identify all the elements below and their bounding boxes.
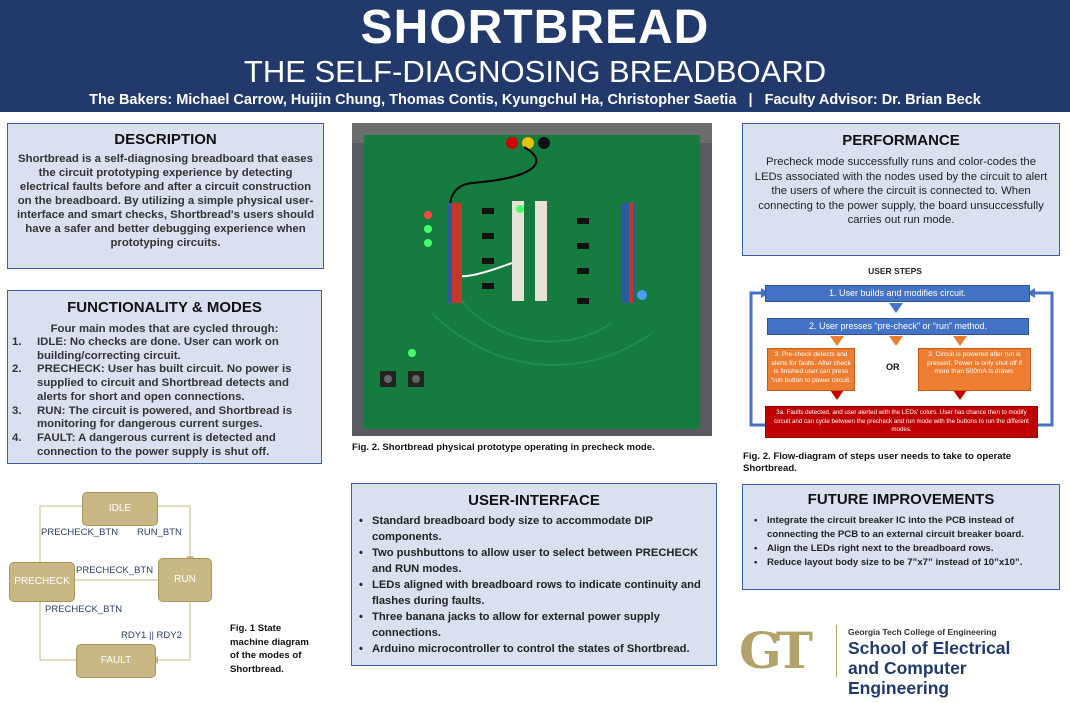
state-precheck: PRECHECK bbox=[9, 562, 75, 602]
performance-box: PERFORMANCE Precheck mode successfully r… bbox=[742, 123, 1060, 256]
list-item: Three banana jacks to allow for external… bbox=[356, 609, 710, 641]
photo-caption: Fig. 2. Shortbread physical prototype op… bbox=[352, 442, 655, 453]
state-run: RUN bbox=[158, 558, 212, 602]
poster-title: SHORTBREAD bbox=[360, 1, 710, 54]
performance-text: Precheck mode successfully runs and colo… bbox=[754, 156, 1048, 226]
mode-item: 4.FAULT: A dangerous current is detected… bbox=[12, 431, 276, 458]
transition-label-fault-precheck: PRECHECK_BTN bbox=[45, 604, 123, 615]
description-text: Shortbread is a self-diagnosing breadboa… bbox=[16, 153, 315, 249]
list-item: LEDs aligned with breadboard rows to ind… bbox=[356, 577, 710, 609]
logo-college: Georgia Tech College of Engineering bbox=[848, 627, 997, 637]
state-machine-caption: Fig. 1 State machine diagram of the mode… bbox=[230, 623, 309, 675]
breadboard-illustration bbox=[352, 123, 712, 436]
list-item: Integrate the circuit breaker IC into th… bbox=[751, 514, 1053, 542]
prototype-photo bbox=[352, 123, 712, 436]
user-steps-flow: 1. User builds and modifies circuit. 2. … bbox=[743, 278, 1060, 438]
logo-divider bbox=[836, 625, 837, 677]
performance-heading: PERFORMANCE bbox=[842, 132, 960, 149]
list-item: Align the LEDs right next to the breadbo… bbox=[751, 542, 1053, 556]
gt-monogram: GT bbox=[739, 621, 813, 680]
flow-step-3-precheck: 3. Pre-check detects and alerts for faul… bbox=[767, 348, 855, 391]
functionality-heading: FUNCTIONALITY & MODES bbox=[67, 299, 262, 316]
description-heading: DESCRIPTION bbox=[114, 131, 217, 148]
state-machine-diagram: IDLE PRECHECK RUN FAULT PRECHECK_BTN RUN… bbox=[0, 484, 230, 694]
modes-list: 1.IDLE: No checks are done. User can wor… bbox=[8, 336, 321, 459]
gt-logo: GT Georgia Tech College of Engineering S… bbox=[739, 621, 1059, 699]
transition-label-run-precheck: PRECHECK_BTN bbox=[76, 565, 154, 576]
flow-caption: Fig. 2. Flow-diagram of steps user needs… bbox=[743, 451, 1012, 474]
transition-label-idle-run: RUN_BTN bbox=[137, 527, 182, 538]
future-improvements-box: FUTURE IMPROVEMENTS Integrate the circui… bbox=[742, 484, 1060, 590]
logo-school-line1: School of Electrical bbox=[848, 638, 1011, 658]
future-improvements-list: Integrate the circuit breaker IC into th… bbox=[751, 514, 1053, 570]
list-item: Two pushbuttons to allow user to select … bbox=[356, 545, 710, 577]
list-item: Standard breadboard body size to accommo… bbox=[356, 513, 710, 545]
header-banner bbox=[0, 0, 1070, 112]
flow-step-2: 2. User presses “pre-check” or “run” met… bbox=[767, 318, 1029, 335]
functionality-intro: Four main modes that are cycled through: bbox=[50, 323, 279, 335]
flow-step-3a: 3a. Faults detected, and user alerted wi… bbox=[765, 406, 1038, 438]
list-item: Reduce layout body size to be 7”x7” inst… bbox=[751, 556, 1053, 570]
transition-label-to-fault: RDY1 || RDY2 bbox=[121, 630, 182, 641]
future-improvements-heading: FUTURE IMPROVEMENTS bbox=[807, 491, 995, 508]
mode-item: 3.RUN: The circuit is powered, and Short… bbox=[12, 404, 293, 431]
flow-step-1: 1. User builds and modifies circuit. bbox=[765, 285, 1030, 302]
user-interface-box: USER-INTERFACE Standard breadboard body … bbox=[351, 483, 717, 666]
user-steps-title: USER STEPS bbox=[868, 266, 922, 276]
user-interface-list: Standard breadboard body size to accommo… bbox=[356, 513, 710, 657]
flow-or-label: OR bbox=[886, 362, 900, 372]
state-idle: IDLE bbox=[82, 492, 158, 526]
poster-subtitle: THE SELF-DIAGNOSING BREADBOARD bbox=[243, 54, 827, 89]
state-fault: FAULT bbox=[76, 644, 156, 678]
user-interface-heading: USER-INTERFACE bbox=[468, 492, 600, 509]
list-item: Arduino microcontroller to control the s… bbox=[356, 641, 710, 657]
functionality-box: FUNCTIONALITY & MODES Four main modes th… bbox=[7, 290, 322, 464]
transition-label-idle-precheck: PRECHECK_BTN bbox=[41, 527, 119, 538]
description-box: DESCRIPTION Shortbread is a self-diagnos… bbox=[7, 123, 324, 269]
logo-school-line2: and Computer Engineering bbox=[848, 658, 967, 698]
flow-arrows bbox=[749, 288, 1054, 427]
mode-item: 1.IDLE: No checks are done. User can wor… bbox=[12, 336, 279, 362]
authors-line: The Bakers: Michael Carrow, Huijin Chung… bbox=[89, 92, 981, 108]
flow-step-3-run: 3. Circuit is powered after run is press… bbox=[918, 348, 1031, 391]
mode-item: 2.PRECHECK: User has built circuit. No p… bbox=[12, 363, 292, 403]
